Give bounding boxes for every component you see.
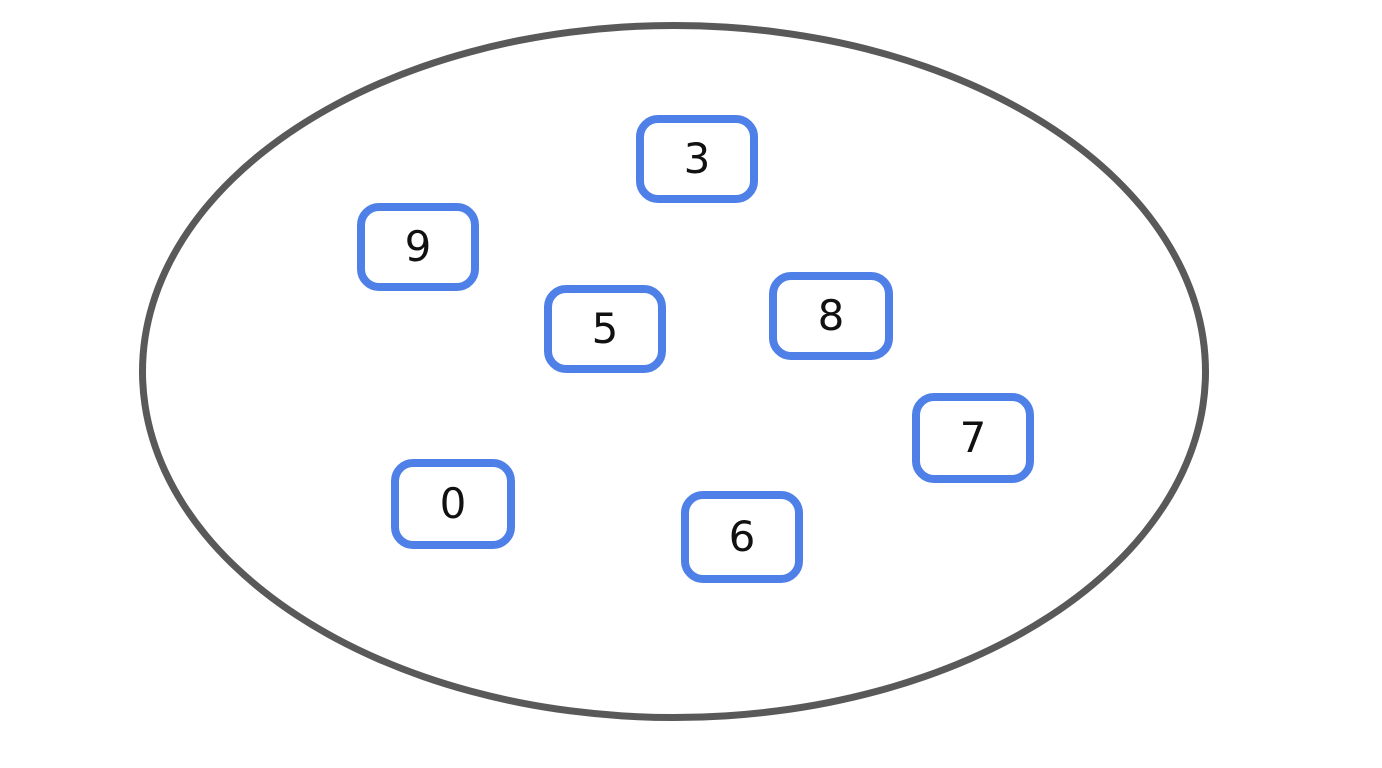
number-card-label: 0 xyxy=(439,479,467,528)
number-card[interactable]: 6 xyxy=(681,491,803,583)
number-card[interactable]: 5 xyxy=(544,285,666,373)
set-ellipse xyxy=(139,22,1209,721)
number-card[interactable]: 7 xyxy=(912,393,1034,483)
number-card[interactable]: 8 xyxy=(769,272,893,360)
number-card[interactable]: 0 xyxy=(391,459,515,549)
number-card[interactable]: 3 xyxy=(636,115,758,203)
number-card[interactable]: 9 xyxy=(357,203,479,291)
number-card-label: 6 xyxy=(728,512,756,561)
number-card-label: 7 xyxy=(959,413,987,462)
number-card-label: 8 xyxy=(817,291,845,340)
number-card-label: 9 xyxy=(404,222,432,271)
number-card-label: 3 xyxy=(683,134,711,183)
number-card-label: 5 xyxy=(591,304,619,353)
